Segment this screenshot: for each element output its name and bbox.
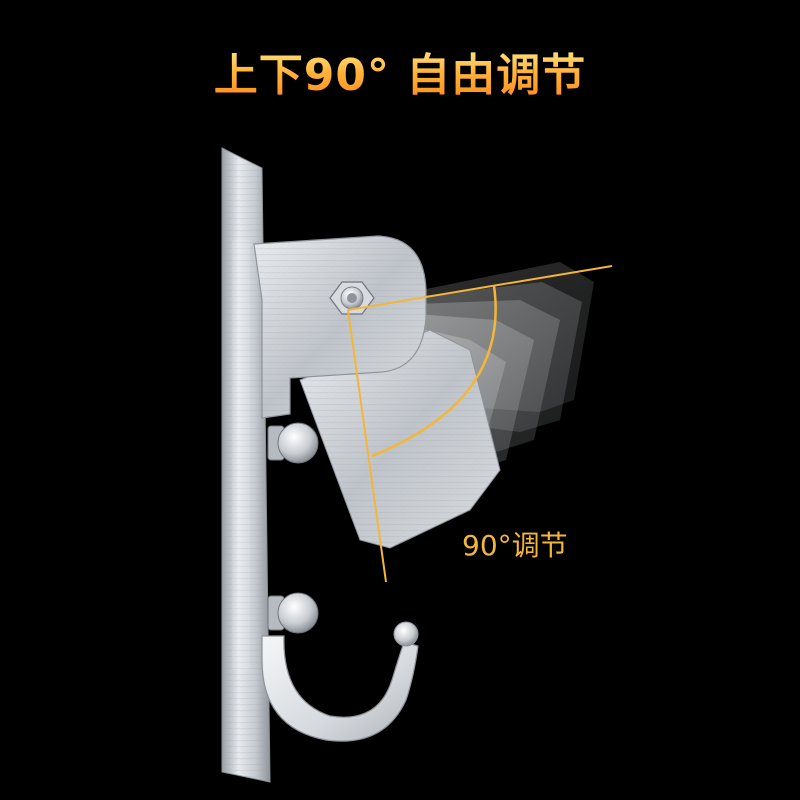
wall-plate: [221, 147, 271, 783]
top-bracket: [253, 235, 427, 419]
coat-hook: [261, 621, 419, 742]
headline-title: 上下90° 自由调节: [0, 46, 800, 106]
angle-annotation: 90°调节: [462, 529, 568, 562]
headline-text: 上下90° 自由调节: [213, 50, 587, 101]
pivot-nut: [329, 281, 375, 315]
swing-arm: [299, 329, 501, 549]
angle-indicator: [347, 265, 613, 583]
upper-cap-nut: [267, 422, 319, 464]
lower-cap-nut: [267, 592, 319, 634]
